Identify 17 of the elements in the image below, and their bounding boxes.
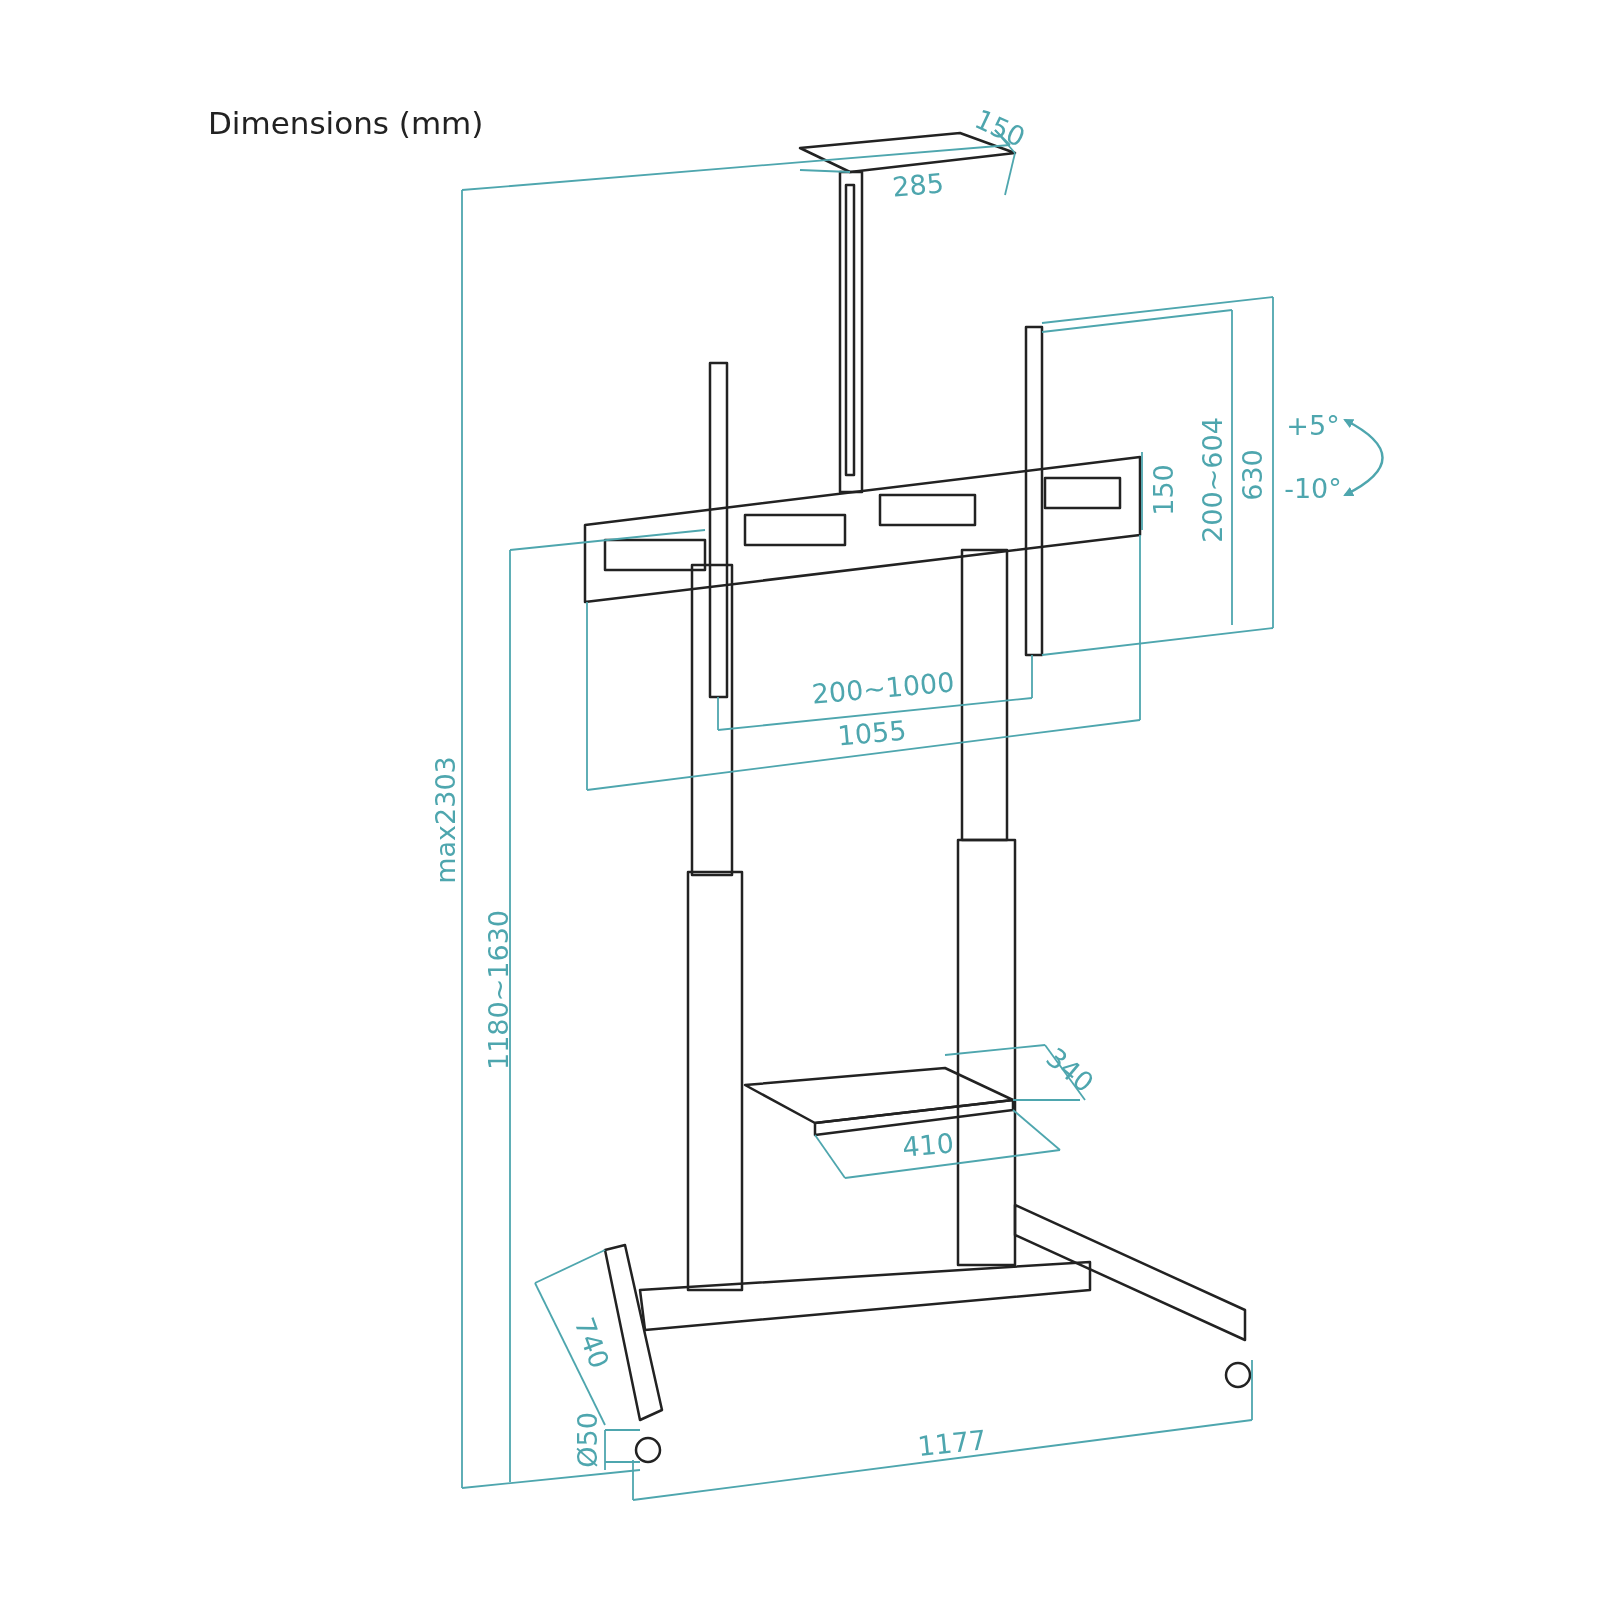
dimension-label: 200~1000 <box>810 668 956 708</box>
dimension-label: Ø50 <box>573 1412 601 1468</box>
dimension-label: 150 <box>970 104 1030 152</box>
dimension-label: 1055 <box>836 716 908 750</box>
dimension-label: 1177 <box>916 1426 988 1460</box>
dimension-label: -10° <box>1284 474 1342 502</box>
dimension-label: +5° <box>1286 411 1340 439</box>
diagram-title: Dimensions (mm) <box>208 105 484 141</box>
dimension-label: 740 <box>570 1314 614 1372</box>
dimension-label: 630 <box>1238 449 1266 501</box>
dimension-label: 340 <box>1041 1043 1099 1097</box>
dimension-label: 285 <box>891 169 945 201</box>
dimension-label: 1180~1630 <box>484 909 512 1071</box>
dimension-label: 200~604 <box>1198 417 1226 543</box>
dimension-label: max2303 <box>431 756 459 884</box>
dimension-label: 150 <box>1149 464 1177 516</box>
dimension-label: 410 <box>901 1129 955 1161</box>
